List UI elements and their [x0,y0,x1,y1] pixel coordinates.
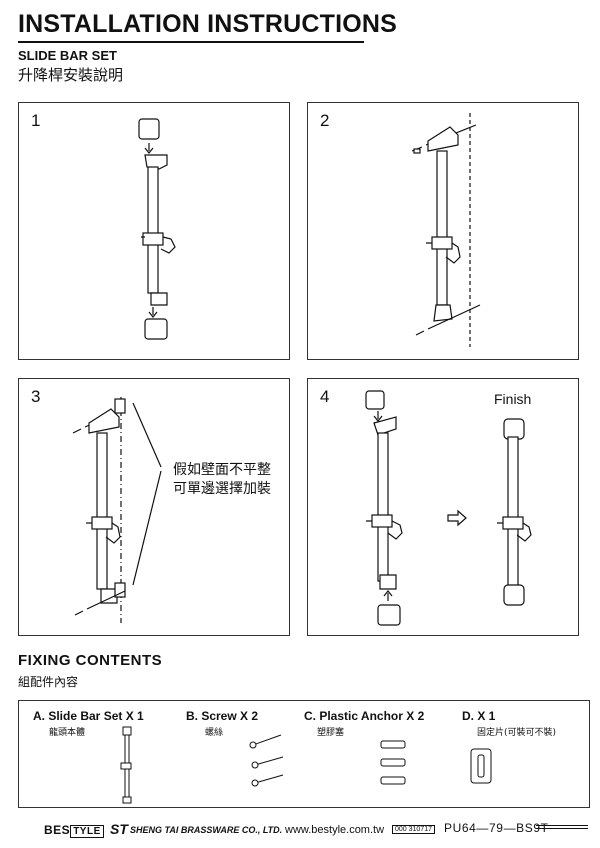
slide-bar [147,166,159,294]
bracket-top [373,416,397,436]
step-1-illustration [138,118,176,340]
screw [74,590,126,616]
slider [91,516,113,530]
website: www.bestyle.com.tw [285,824,385,836]
end-cap [138,118,160,140]
next-arrow-icon [447,509,467,527]
spacer [114,398,126,414]
arrow-down-icon [144,143,154,154]
step-3-panel: 3 假如壁面不平整 可單邊選擇加裝 [18,378,290,636]
step-number: 4 [320,387,330,406]
step-3-illustration [72,397,162,623]
step-4-illustration [365,390,532,626]
end-cap [365,390,385,410]
screw [415,304,481,336]
bracket-top [427,126,459,152]
screws-drawing [249,734,284,787]
item-a-label: A. Slide Bar Set X 1 [33,709,144,723]
end-cap [503,418,525,440]
fixing-plate-drawing [470,748,492,784]
step-4-panel: 4 Finish [307,378,579,636]
step-2-panel: 2 [307,102,579,360]
slide-bar-set-drawing [120,726,132,804]
bracket-bottom [100,588,118,604]
slider [371,514,393,528]
end-cap [503,584,525,606]
end-cap [377,604,401,626]
note-line-1: 假如壁面不平整 [173,462,271,478]
step-number: 1 [31,111,41,130]
item-a-sub: 龍頭本體 [49,728,86,738]
bracket-bottom [150,292,168,306]
brand-left: BES [44,823,71,837]
step-1-panel: 1 [18,102,290,360]
item-d-label: D. X 1 [462,709,496,723]
fixing-contents-illustrations [120,726,492,804]
arrow-up-icon [383,590,393,601]
slider [502,516,524,530]
plastic-anchors-drawing [380,740,406,785]
fixing-contents-subtitle: 組配件內容 [18,675,79,689]
bracket-bottom [433,304,453,322]
title-underline [18,41,364,43]
page-subtitle-chinese: 升降桿安裝說明 [18,66,124,84]
bracket-bottom [379,574,397,590]
item-d-sub: 固定片(可裝可不裝) [477,728,557,738]
uneven-wall-note: 假如壁面不平整 可單邊選擇加裝 [173,461,271,499]
page-subtitle: SLIDE BAR SET [18,48,117,63]
bracket-top [88,408,120,434]
note-line-2: 可單邊選擇加裝 [173,481,271,497]
slider [431,236,453,250]
product-code-rule [536,825,588,829]
product-code: PU64—79—BS9T [444,821,549,835]
slider [142,232,164,246]
code-box: 000 310717 [392,825,435,834]
brand-right: TYLE [70,825,104,838]
item-b-sub: 螺絲 [205,728,224,738]
step-number: 3 [31,387,41,406]
end-cap [144,318,168,340]
item-c-label: C. Plastic Anchor X 2 [304,709,425,723]
company-name: SHENG TAI BRASSWARE CO., LTD. [130,825,283,835]
bracket-top [144,154,168,170]
arrow-down-icon [148,307,158,318]
slide-bar [96,432,108,590]
fixing-contents-box: A. Slide Bar Set X 1 龍頭本體 B. Screw X 2 螺… [18,700,590,808]
finish-label: Finish [494,391,532,407]
spacer [114,582,126,598]
st-logo: ST [110,821,128,837]
step-2-illustration [411,113,481,347]
slide-bar [436,150,448,306]
fixing-contents-title: FIXING CONTENTS [18,652,163,669]
step-number: 2 [320,111,330,130]
slide-bar [507,436,519,588]
item-c-sub: 塑膠塞 [317,728,345,738]
slide-bar [377,432,389,582]
page-title: INSTALLATION INSTRUCTIONS [18,10,398,38]
item-b-label: B. Screw X 2 [186,709,259,723]
arrow-down-icon [373,411,383,422]
